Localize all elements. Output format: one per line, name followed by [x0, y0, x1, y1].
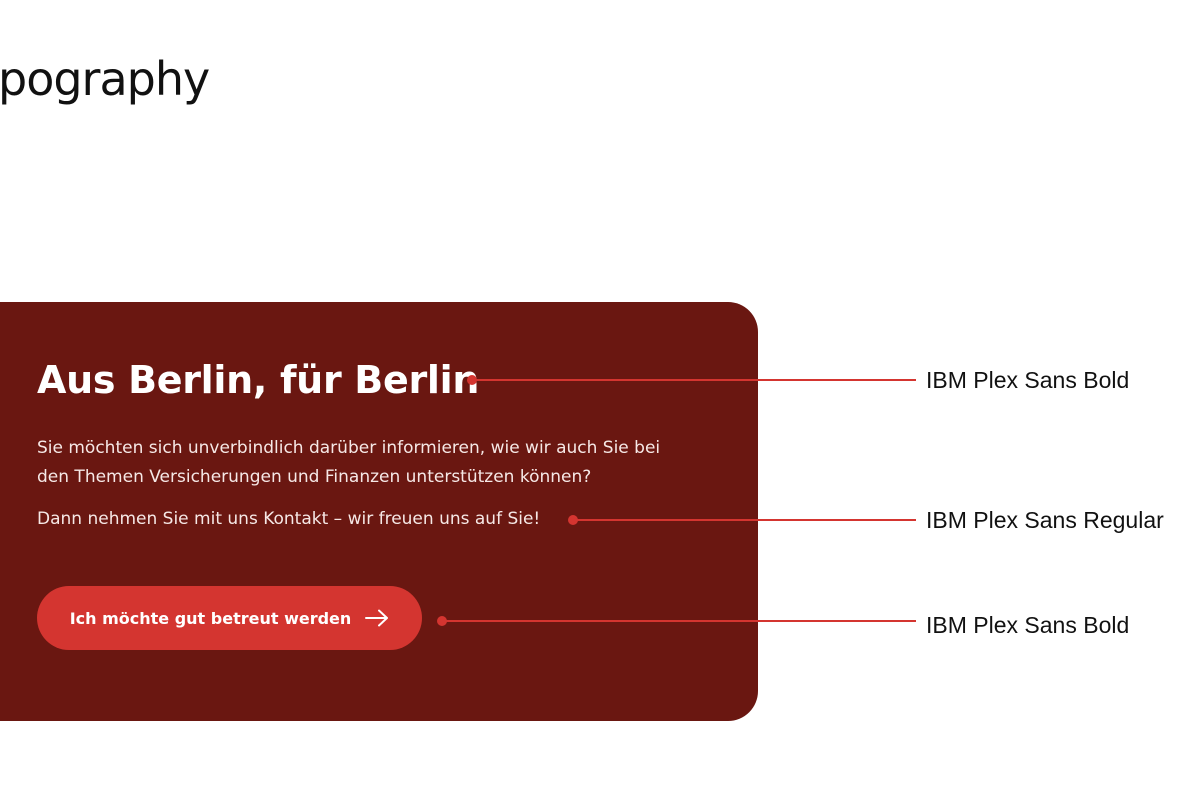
callout-line-body	[573, 519, 916, 521]
card-heading: Aus Berlin, für Berlin	[37, 358, 480, 402]
page-title: pography	[0, 52, 210, 106]
arrow-right-icon	[365, 609, 389, 627]
promo-card	[0, 302, 758, 721]
callout-label-body-font: IBM Plex Sans Regular	[926, 507, 1164, 533]
card-body-text: Sie möchten sich unverbindlich darüber i…	[37, 438, 661, 487]
callout-label-heading-font: IBM Plex Sans Bold	[926, 367, 1130, 393]
callout-line-heading	[472, 379, 916, 381]
card-contact-text: Dann nehmen Sie mit uns Kontakt – wir fr…	[37, 509, 541, 529]
cta-button-label: Ich möchte gut betreut werden	[69, 608, 352, 628]
callout-line-button	[442, 620, 916, 622]
callout-label-button-font: IBM Plex Sans Bold	[926, 612, 1130, 638]
contact-cta-button[interactable]: Ich möchte gut betreut werden	[37, 586, 422, 650]
